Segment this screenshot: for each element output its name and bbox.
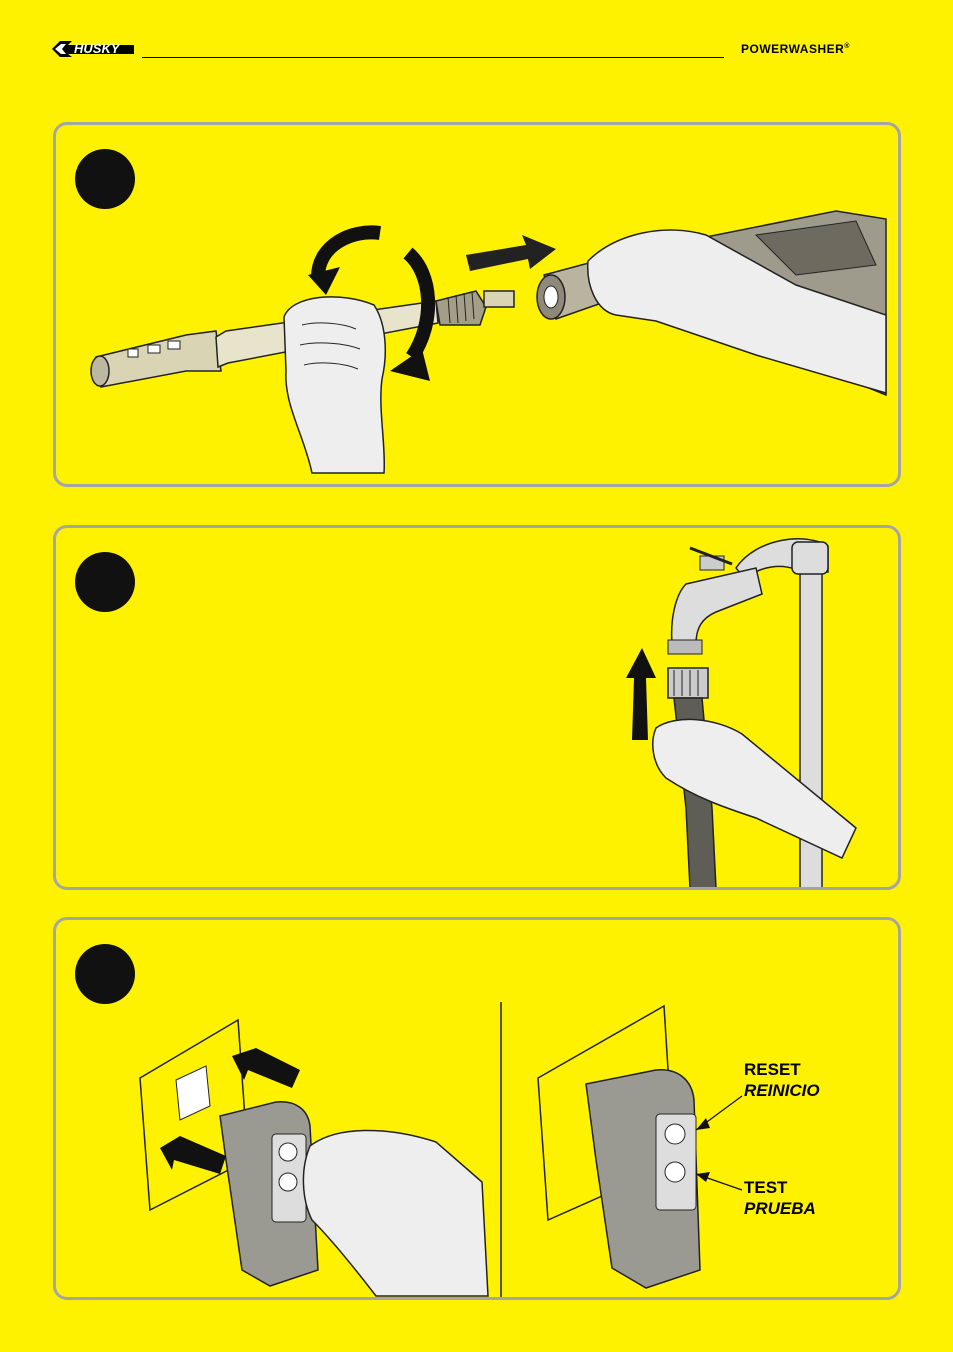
- brand-name: HUSKY: [74, 40, 120, 58]
- product-title: POWERWASHER®: [741, 42, 850, 56]
- step-panel-1: [53, 122, 901, 487]
- step-panel-2: [53, 525, 901, 890]
- faucet-hose-illustration: [56, 528, 898, 887]
- reset-label-spanish: REINICIO: [744, 1081, 820, 1101]
- step-panel-3: RESET REINICIO TEST PRUEBA: [53, 917, 901, 1300]
- page-header: HUSKY POWERWASHER®: [0, 0, 953, 80]
- gfci-plug-illustration: [56, 920, 898, 1297]
- reset-label: RESET: [744, 1060, 801, 1080]
- test-label: TEST: [744, 1178, 787, 1198]
- wand-assembly-illustration: [56, 125, 898, 484]
- arrow-icon: [466, 235, 556, 271]
- test-label-spanish: PRUEBA: [744, 1199, 816, 1219]
- header-rule: [142, 57, 724, 58]
- arrow-icon: [626, 648, 656, 740]
